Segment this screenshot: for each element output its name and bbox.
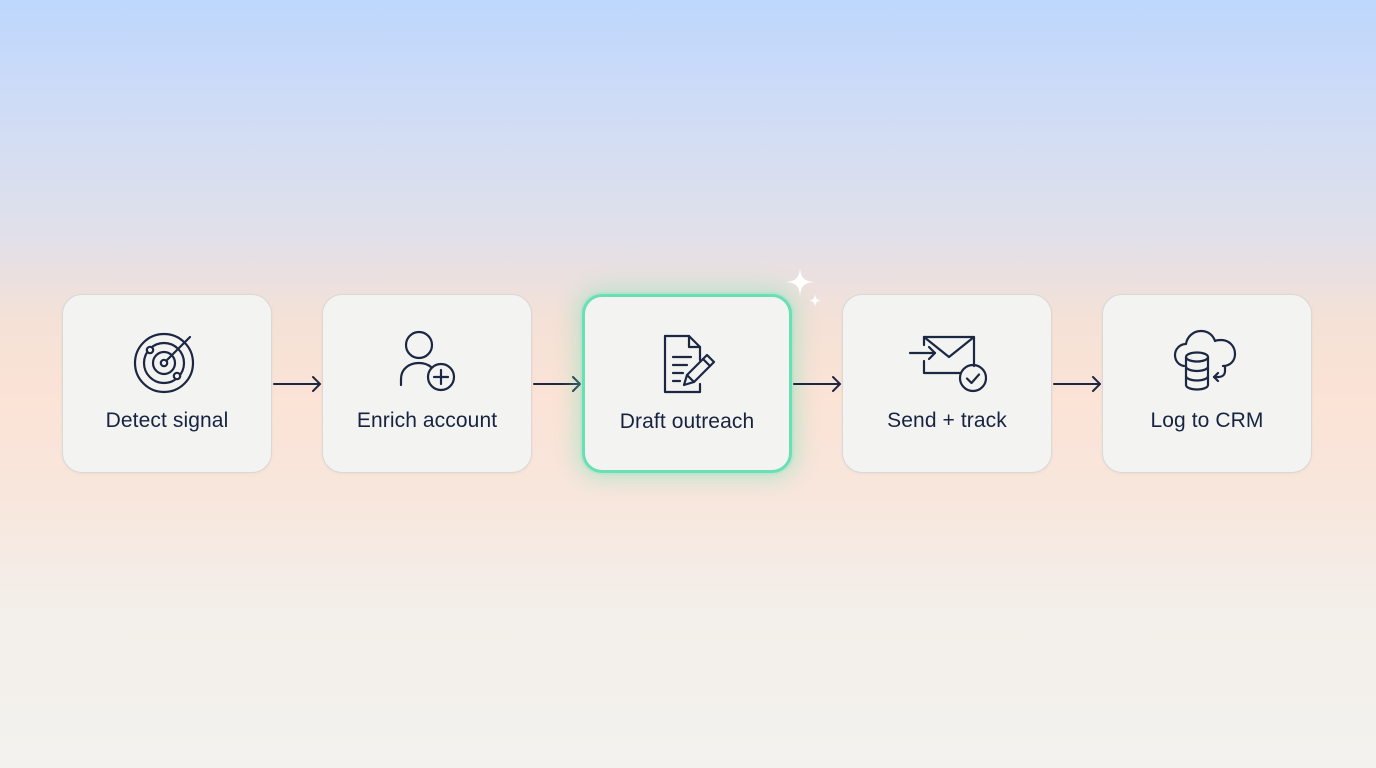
send-mail-check-icon <box>907 329 991 397</box>
arrow-2 <box>533 374 583 394</box>
step-card-detect-signal[interactable]: Detect signal <box>62 294 272 473</box>
step-label: Enrich account <box>356 409 498 432</box>
document-edit-icon <box>653 330 721 398</box>
add-user-icon <box>393 329 461 397</box>
arrow-1 <box>273 374 323 394</box>
step-label: Draft outreach <box>619 409 755 433</box>
arrow-4 <box>1053 374 1103 394</box>
cloud-database-icon <box>1173 329 1241 397</box>
step-label: Send + track <box>887 409 1007 432</box>
step-card-draft-outreach[interactable]: Draft outreach <box>582 294 792 473</box>
step-card-send-track[interactable]: Send + track <box>842 294 1052 473</box>
sparkle-icon <box>784 266 824 310</box>
step-card-enrich-account[interactable]: Enrich account <box>322 294 532 473</box>
arrow-3 <box>793 374 843 394</box>
radar-icon <box>133 329 201 397</box>
step-card-log-to-crm[interactable]: Log to CRM <box>1102 294 1312 473</box>
step-label: Log to CRM <box>1150 409 1264 432</box>
step-label: Detect signal <box>105 409 229 432</box>
